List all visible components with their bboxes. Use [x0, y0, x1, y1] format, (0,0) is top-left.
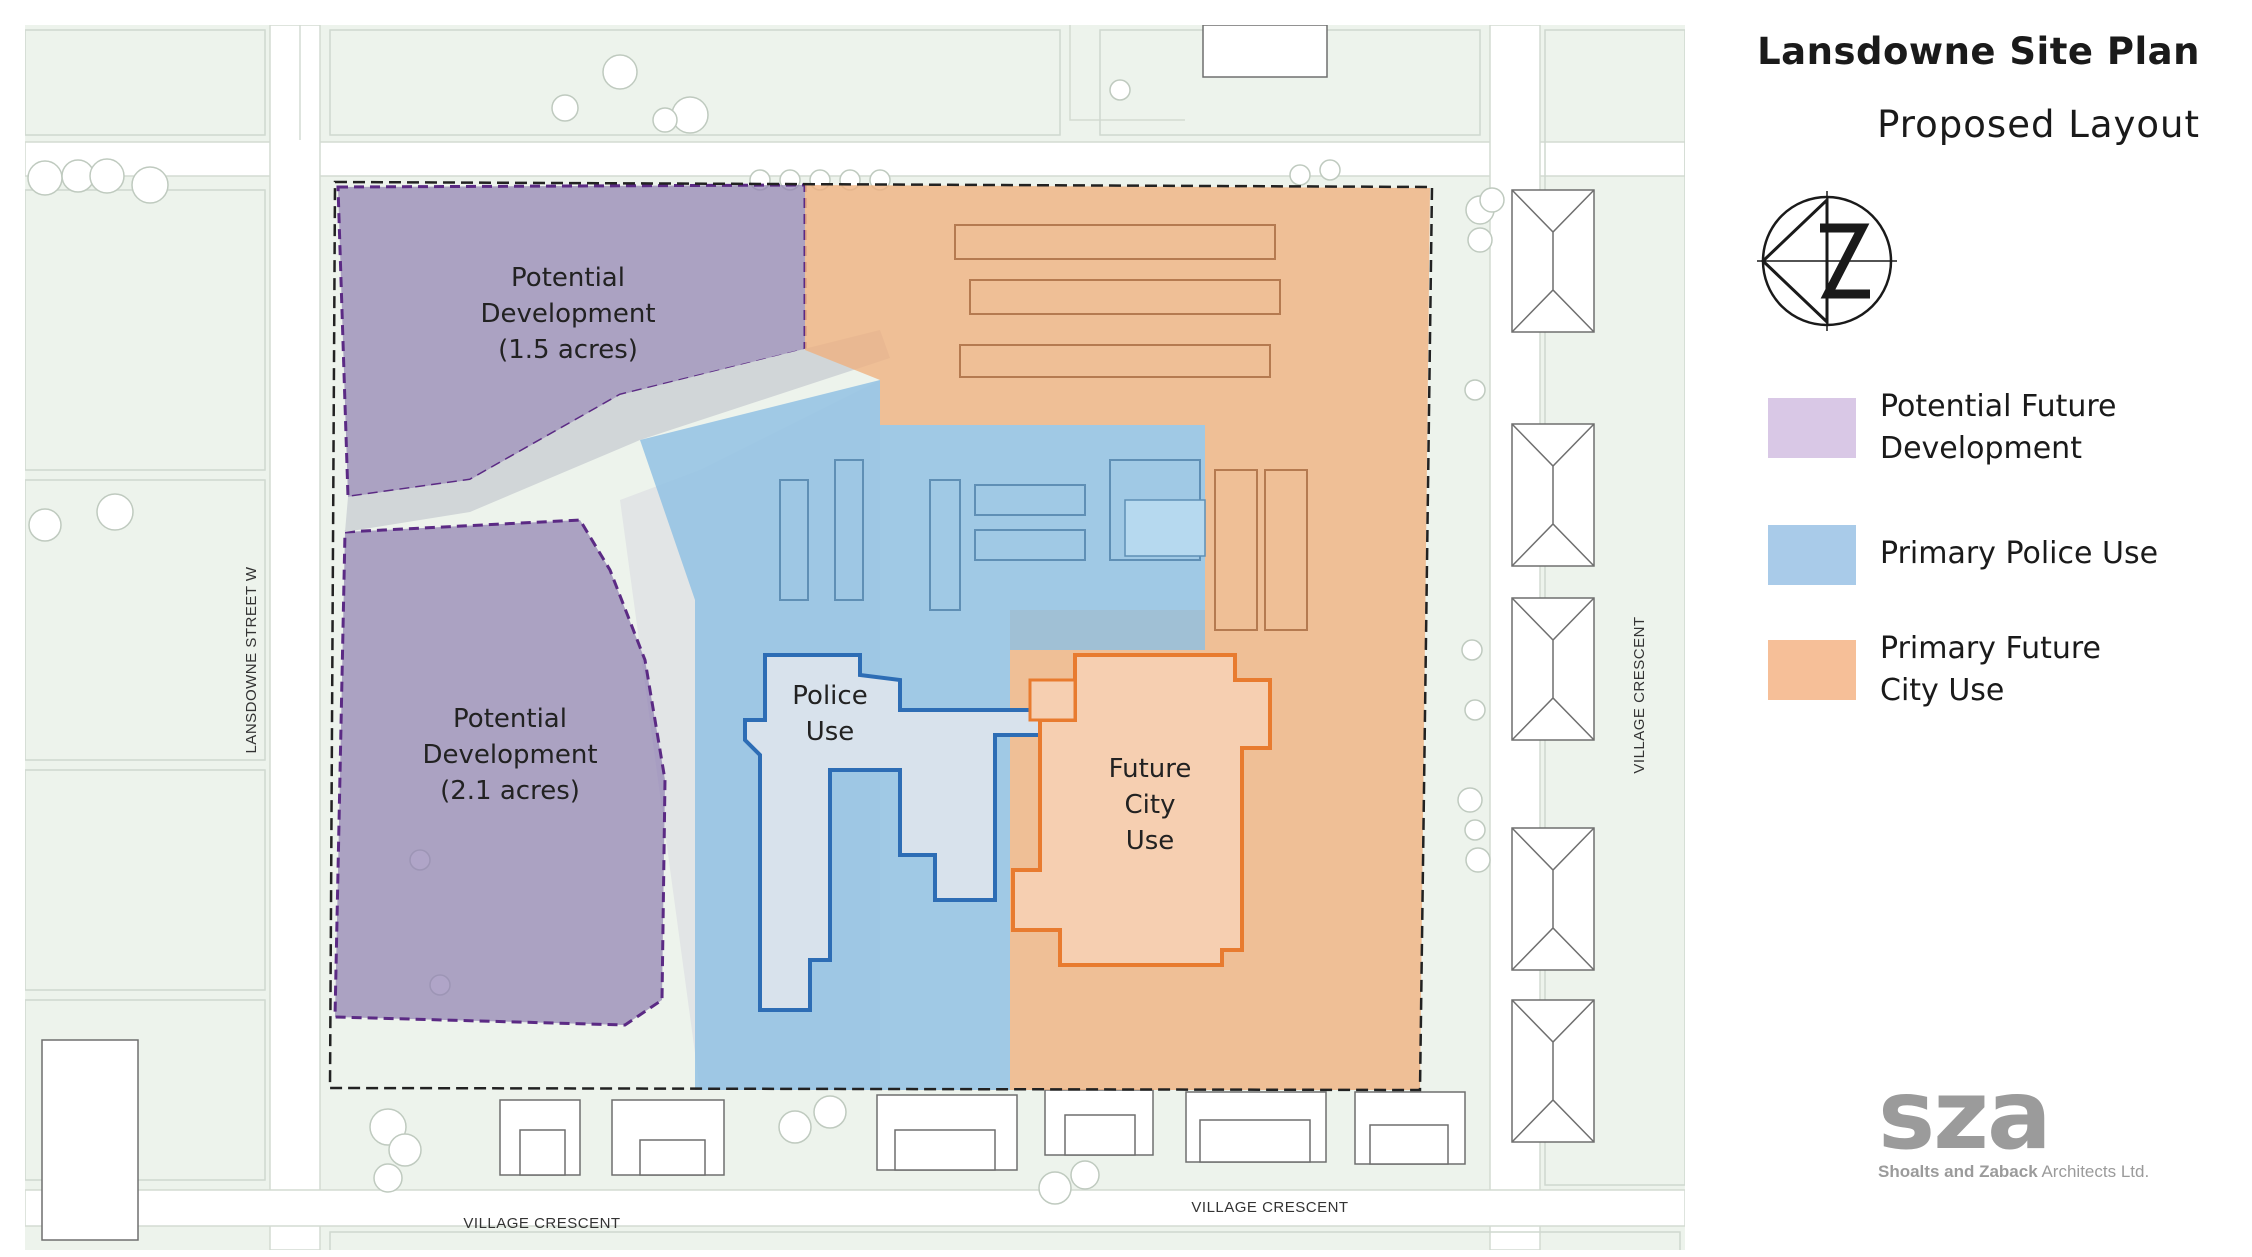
legend-label-development: Potential Future Development: [1880, 389, 2117, 466]
zone-development-south: [333, 518, 667, 1027]
street-label-south-left: VILLAGE CRESCENT: [463, 1215, 620, 1232]
logo-firm-rest: Architects Ltd.: [2037, 1162, 2150, 1181]
water-feature: [1124, 499, 1206, 557]
firm-logo: sza Shoalts and Zaback Architects Ltd.: [1878, 1059, 2218, 1182]
city-building: [1011, 653, 1272, 967]
street-label-south-right: VILLAGE CRESCENT: [1191, 1199, 1348, 1216]
legend: Potential Future Development Primary Pol…: [1768, 386, 2208, 755]
legend-item-police: Primary Police Use: [1768, 513, 2208, 585]
parking-rows-police: [779, 459, 1201, 611]
city-label-line1: Future: [1109, 754, 1192, 784]
dev-south-label-line2: Development: [422, 740, 597, 770]
logo-firm-bold: Shoalts and Zaback: [1878, 1162, 2038, 1181]
city-label-line2: City: [1125, 790, 1176, 820]
north-arrow-icon: [1757, 191, 1897, 331]
street-label-west: LANSDOWNE STREET W: [243, 566, 260, 753]
legend-item-development: Potential Future Development: [1768, 386, 2208, 470]
police-label-line1: Police: [792, 681, 867, 711]
legend-item-city: Primary Future City Use: [1768, 628, 2208, 712]
logo-mark: sza: [1878, 1059, 2052, 1171]
dev-north-label-line2: Development: [480, 299, 655, 329]
logo-firm-name: Shoalts and Zaback Architects Ltd.: [1878, 1162, 2218, 1182]
dev-south-label-line1: Potential: [453, 704, 567, 734]
street-label-east: VILLAGE CRESCENT: [1631, 616, 1648, 773]
site-boundary: [328, 180, 1434, 1092]
plan-title: Lansdowne Site Plan: [1757, 30, 2200, 73]
city-building-annex: [1028, 678, 1077, 722]
title-block: Lansdowne Site Plan Proposed Layout: [1740, 30, 2200, 146]
legend-swatch-city: [1768, 640, 1856, 700]
legend-swatch-development: [1768, 398, 1856, 458]
neighbouring-houses: [41, 25, 1466, 1241]
driveway: [345, 330, 890, 532]
dev-north-label-line1: Potential: [511, 263, 625, 293]
east-houses: [1511, 189, 1595, 1143]
legend-swatch-police: [1768, 525, 1856, 585]
parking-rows-city: [954, 224, 1308, 631]
city-label-line3: Use: [1126, 826, 1175, 856]
legend-label-police: Primary Police Use: [1880, 536, 2159, 571]
dev-north-label-line3: (1.5 acres): [498, 335, 638, 365]
police-label-line2: Use: [806, 717, 855, 747]
police-building: [743, 653, 1057, 1012]
trees: [27, 54, 1505, 1205]
plan-subtitle: Proposed Layout: [1877, 103, 2200, 146]
legend-label-city: Primary Future City Use: [1880, 631, 2102, 708]
dev-south-label-line3: (2.1 acres): [440, 776, 580, 806]
